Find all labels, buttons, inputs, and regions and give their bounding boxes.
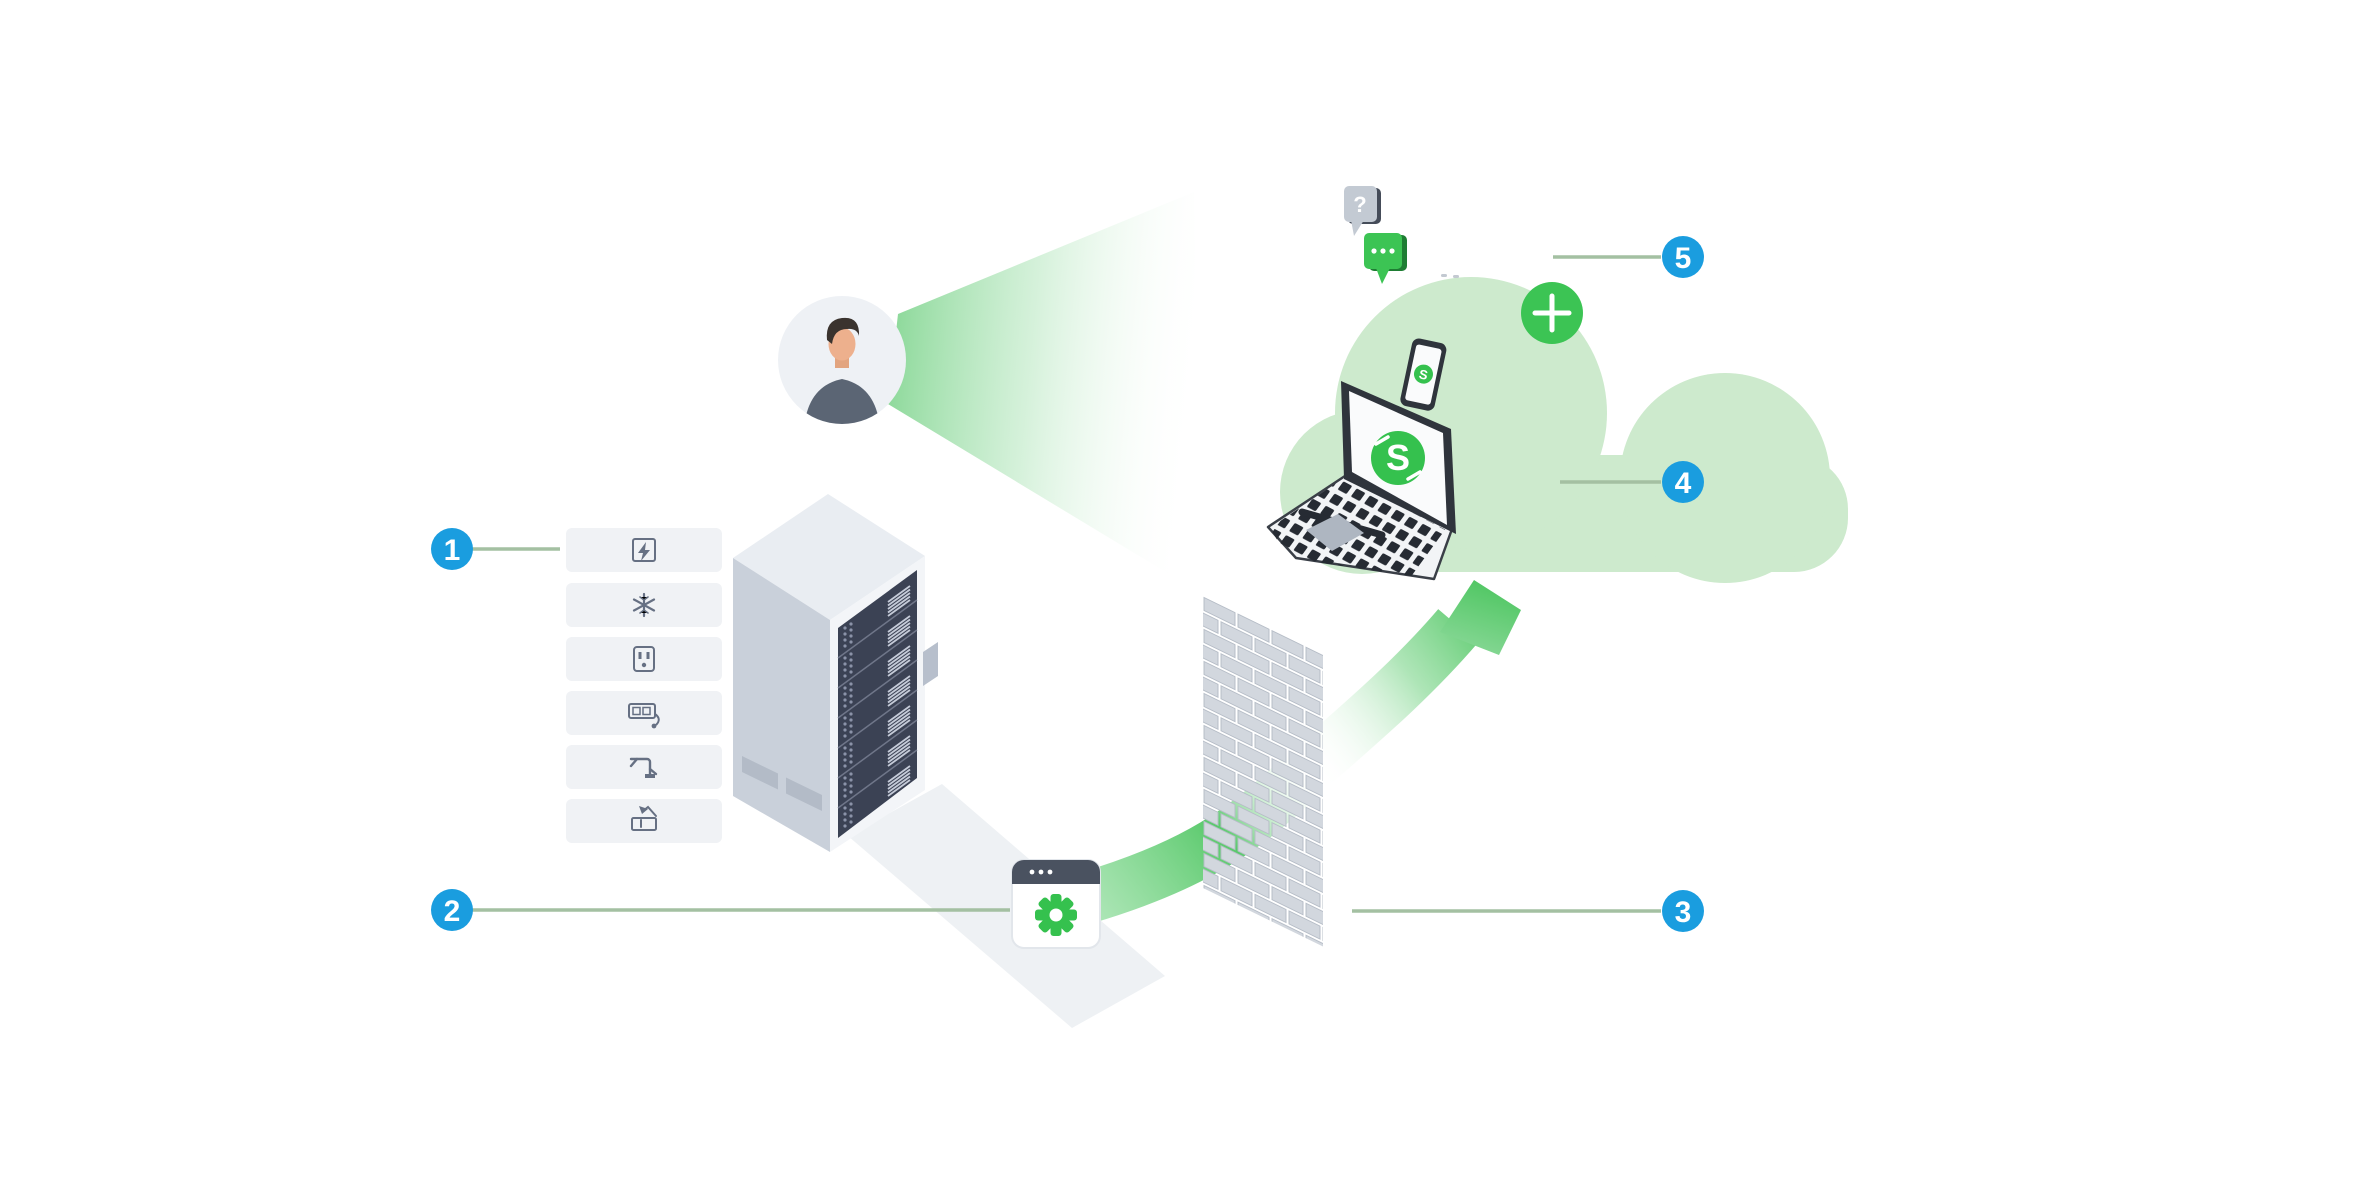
avatar-face <box>828 327 856 361</box>
floor-shadow <box>848 784 1165 1028</box>
callout-badge-3: 3 <box>1662 890 1704 932</box>
window-titlebar <box>1012 860 1100 884</box>
equipment-row-outlet <box>566 637 722 681</box>
rack-server-panel <box>838 570 917 838</box>
mounting-bracket-icon <box>629 757 658 778</box>
phone-logo-letter: S <box>1418 366 1430 383</box>
rack-unit-separators <box>837 599 918 809</box>
chat-bubbles: ? <box>1344 186 1459 284</box>
equipment-list <box>566 528 722 843</box>
phone-logo: S <box>1413 364 1433 384</box>
monitoring-beam <box>888 192 1202 594</box>
rack-door-handle <box>923 642 938 686</box>
laptop-device: S <box>1266 381 1456 581</box>
rack-side-vents <box>742 756 822 812</box>
equipment-row-bracket <box>566 745 722 789</box>
plus-icon <box>1532 293 1572 333</box>
typing-dots-icon <box>1371 248 1395 254</box>
equipment-row-power <box>566 528 722 572</box>
laptop-logo-letter: S <box>1386 437 1410 478</box>
equipment-row-power-strip <box>566 691 722 735</box>
rack-top-face <box>733 494 925 620</box>
firewall-wall <box>1203 596 1323 947</box>
equipment-row-cooling <box>566 583 722 627</box>
badge-3-label: 3 <box>1675 896 1692 929</box>
question-bubble: ? <box>1344 186 1381 236</box>
equipment-row-fuel <box>566 799 722 843</box>
callout-badge-2: 2 <box>431 889 473 931</box>
fuel-supply-icon <box>631 805 657 831</box>
question-glyph: ? <box>1353 192 1366 217</box>
add-server-button <box>1521 282 1583 344</box>
laptop-trackpad <box>1306 514 1364 551</box>
typing-bubble <box>1364 233 1407 284</box>
callout-badge-4: 4 <box>1662 461 1704 503</box>
badge-2-label: 2 <box>444 895 461 928</box>
callout-badge-1: 1 <box>431 528 473 570</box>
lightning-icon <box>632 538 656 562</box>
power-outlet-icon <box>633 646 655 672</box>
trail-dashes <box>1441 274 1459 278</box>
phone-device: S <box>1400 338 1447 411</box>
power-strip-icon <box>628 703 660 729</box>
callout-badges: 1 2 3 4 5 <box>431 236 1704 932</box>
callout-badge-5: 5 <box>1662 236 1704 278</box>
avatar-hair <box>826 317 860 344</box>
badge-1-label: 1 <box>444 534 461 567</box>
traffic-arrow-head <box>1440 580 1521 655</box>
badge-4-label: 4 <box>1675 467 1692 500</box>
laptop-logo: S <box>1371 431 1425 485</box>
gateway-app-window <box>1011 859 1101 949</box>
avatar-shirt <box>804 379 880 424</box>
badge-5-label: 5 <box>1675 242 1692 275</box>
server-rack <box>733 494 938 852</box>
window-dots-icon <box>1029 869 1053 875</box>
gear-icon <box>1035 894 1077 936</box>
snowflake-icon <box>632 592 656 618</box>
admin-avatar <box>778 296 906 424</box>
